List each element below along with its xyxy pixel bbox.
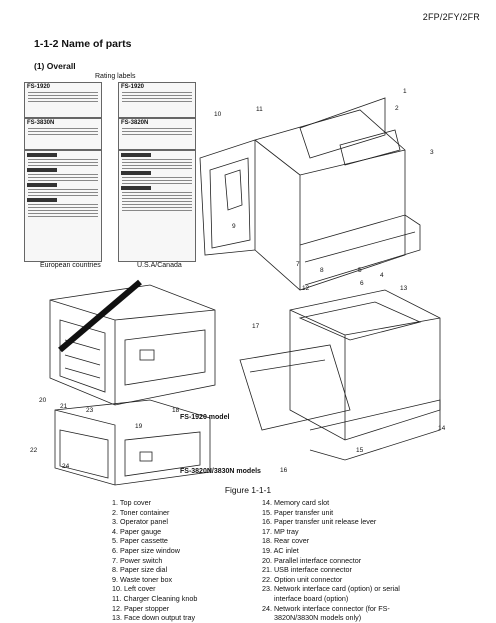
callout-2: 2 [395, 105, 399, 112]
callout-17: 17 [252, 323, 260, 330]
rating-label-eu-warnings [24, 150, 102, 262]
callout-numbers: 1 2 3 4 5 6 7 8 9 10 11 12 13 14 15 16 1… [30, 88, 446, 474]
legend-item: 23. Network interface card (option) or s… [262, 584, 400, 594]
fs3820-caption: FS-3820N/3830N models [180, 468, 261, 475]
fs1920-caption: FS-1920 model [180, 414, 230, 421]
callout-5: 5 [358, 267, 362, 274]
legend-left: 1. Top cover 2. Toner container 3. Opera… [112, 498, 197, 623]
callout-15: 15 [356, 447, 364, 454]
legend-item: 13. Face down output tray [112, 613, 196, 623]
legend-right: 14. Memory card slot 15. Paper transfer … [262, 498, 400, 623]
legend-item: interface board (option) [274, 593, 349, 603]
printer-top-right-drawing [199, 97, 421, 291]
legend-item: 20. Parallel interface connector [262, 555, 362, 565]
legend-item: 1. Top cover [112, 498, 152, 507]
legend-item: 10. Left cover [112, 584, 156, 594]
legend-item: 22. Option unit connector [262, 574, 343, 584]
printer-front-open-drawing [239, 289, 441, 461]
legend-item: 14. Memory card slot [262, 498, 330, 507]
callout-24: 24 [62, 463, 70, 470]
callout-6: 6 [360, 280, 364, 287]
legend-item: 12. Paper stopper [112, 603, 170, 613]
section-title: 1-1-2 Name of parts [34, 38, 132, 50]
callout-7: 7 [296, 261, 300, 268]
rating-labels-eu-caption: European countries [40, 262, 101, 269]
rating-label-model: FS-1920 [27, 84, 51, 90]
rating-label-eu-fs1920: FS-1920 [24, 82, 102, 118]
callout-12: 12 [302, 285, 310, 292]
callout-3: 3 [430, 149, 434, 156]
callout-22: 22 [30, 447, 38, 454]
legend-item: 21. USB interface connector [262, 565, 352, 575]
legend-item: 5. Paper cassette [112, 536, 168, 546]
printer-rear-fs3820-drawing [54, 399, 211, 486]
rating-labels-panel: FS-1920 FS-3830N FS-1920 FS-3820N [24, 82, 196, 262]
figure-title: Figure 1-1-1 [224, 485, 272, 495]
rating-labels-caption: Rating labels [95, 73, 136, 80]
rating-label-us-fs1920: FS-1920 [118, 82, 196, 118]
rating-label-model: FS-3830N [27, 120, 55, 126]
rating-label-us-fs3820: FS-3820N [118, 118, 196, 150]
callout-10: 10 [214, 111, 222, 118]
rating-label-model: FS-1920 [121, 84, 145, 90]
legend-item: 18. Rear cover [262, 536, 310, 546]
rating-label-model: FS-3820N [121, 120, 149, 126]
rating-label-us-warnings [118, 150, 196, 262]
callout-18: 18 [172, 407, 180, 414]
callout-23: 23 [86, 407, 94, 414]
legend-item: 9. Waste toner box [112, 574, 173, 584]
legend-item: 8. Paper size dial [112, 565, 168, 575]
callout-1: 1 [403, 88, 407, 95]
callout-13: 13 [400, 285, 408, 292]
page-header-model: 2FP/2FY/2FR [422, 12, 480, 22]
subsection-title: (1) Overall [34, 61, 76, 71]
callout-11: 11 [256, 106, 263, 113]
callout-16: 16 [280, 467, 288, 474]
pointer-arrow [58, 279, 142, 353]
legend-item: 11. Charger Cleaning knob [112, 593, 198, 603]
legend-item: 3820N/3830N models only) [274, 613, 362, 623]
callout-8: 8 [320, 267, 324, 274]
callout-9: 9 [232, 223, 236, 230]
legend-item: 17. MP tray [262, 526, 299, 536]
legend-item: 4. Paper gauge [112, 526, 162, 536]
callout-19: 19 [135, 423, 143, 430]
legend-item: 2. Toner container [112, 507, 170, 517]
legend-item: 6. Paper size window [112, 545, 180, 555]
legend-item: 15. Paper transfer unit [262, 507, 334, 517]
callout-20: 20 [39, 397, 47, 404]
rating-labels-us-caption: U.S.A/Canada [137, 262, 182, 269]
callout-4: 4 [380, 272, 384, 279]
callout-21: 21 [60, 403, 68, 410]
legend-item: 19. AC inlet [262, 545, 299, 555]
rating-label-eu-fs3830: FS-3830N [24, 118, 102, 150]
legend-item: 16. Paper transfer unit release lever [262, 517, 377, 527]
legend-item: 7. Power switch [112, 555, 163, 565]
legend-item: 3. Operator panel [112, 517, 168, 527]
legend-item: 24. Network interface connector (for FS- [262, 603, 390, 613]
printer-rear-fs1920-drawing [49, 284, 216, 406]
callout-14: 14 [438, 425, 446, 432]
